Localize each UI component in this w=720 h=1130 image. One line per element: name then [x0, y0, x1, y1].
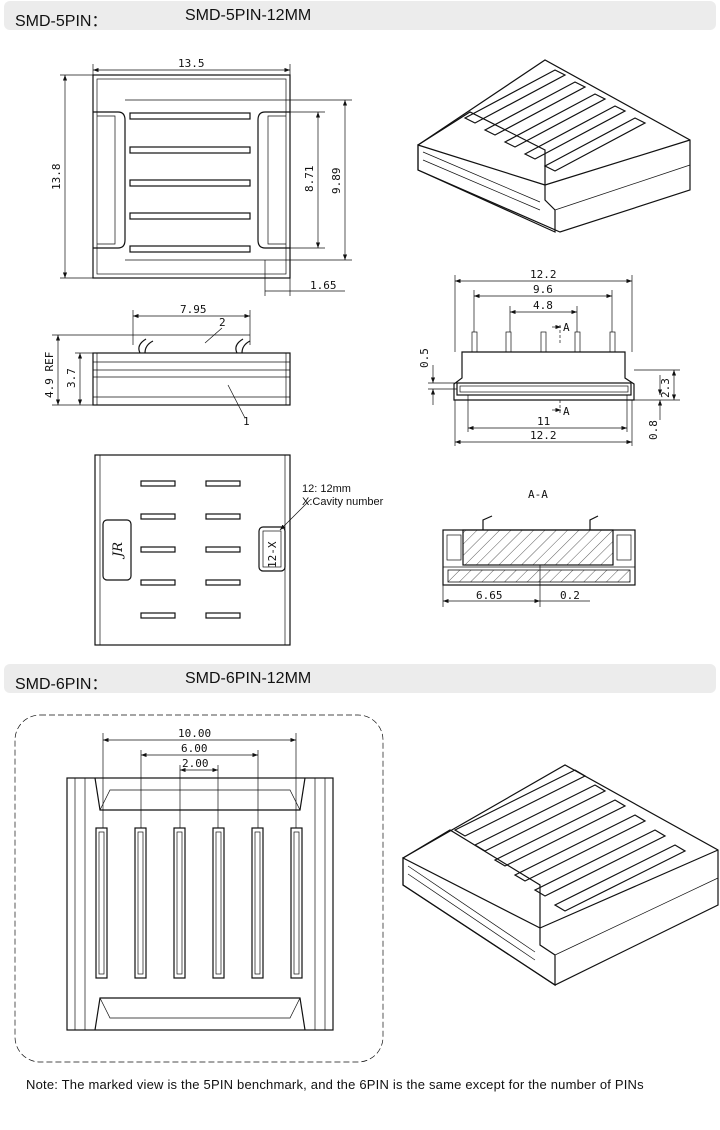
dim-pin-span: 9.6: [533, 283, 553, 296]
dim-left: 6.65: [476, 589, 503, 602]
5pin-front-view: 12.2 9.6 4.8 A A 0.5 2.3 0.8 11 12.2: [418, 268, 680, 446]
dim-edge: 1.65: [310, 279, 337, 292]
logo-mark: [102, 519, 132, 581]
callout-1: 1: [243, 415, 250, 428]
pin-slots: [95, 827, 303, 979]
section-mark-top: A: [563, 321, 570, 334]
dim-bottom-offset: 0.8: [647, 420, 660, 440]
dim-right: 0.2: [560, 589, 580, 602]
pins: [463, 69, 647, 172]
footnote: Note: The marked view is the 5PIN benchm…: [26, 1077, 644, 1092]
dim-left-gap: 0.5: [418, 348, 431, 368]
marking-note-2: X:Cavity number: [302, 496, 384, 508]
cavity-mark: 12-X: [266, 541, 279, 568]
pins: [471, 331, 616, 353]
section-header-6pin: SMD-6PIN： SMD-6PIN-12MM: [4, 664, 716, 693]
pins: [453, 769, 687, 912]
5pin-bottom-view: JR 12-X 12: 12mm X:Cavity number: [94, 454, 384, 646]
section-mark-bottom: A: [563, 405, 570, 418]
dim-inner: 8.71: [303, 166, 316, 193]
section-header-5pin: SMD-5PIN： SMD-5PIN-12MM: [4, 1, 716, 30]
marking-note-1: 12: 12mm: [302, 483, 351, 495]
slots: [140, 480, 241, 619]
dim-right-height: 2.3: [659, 378, 672, 398]
dim-inner: 2.00: [182, 757, 209, 770]
dim-span: 7.95: [180, 303, 207, 316]
5pin-isometric-view: [417, 59, 691, 233]
5pin-top-view: 13.5 13.8 8.71 9.89 1.65: [50, 57, 352, 296]
section-label: SMD-5PIN：: [15, 13, 108, 30]
logo-text: JR: [111, 542, 126, 560]
dim-body-height: 3.7: [65, 368, 78, 388]
dim-bottom-width: 12.2: [530, 429, 557, 442]
section-title: A-A: [528, 488, 548, 501]
dim-bottom-inner: 11: [537, 415, 550, 428]
pin-slots: [129, 112, 251, 253]
section-model: SMD-5PIN-12MM: [185, 7, 312, 24]
dim-outer: 10.00: [178, 727, 211, 740]
6pin-isometric-view: [402, 764, 719, 987]
dim-pin-inner: 4.8: [533, 299, 553, 312]
5pin-side-view: 7.95 4.9 REF 3.7 2 1: [43, 303, 291, 428]
callout-2: 2: [219, 316, 226, 329]
6pin-top-view: 10.00 6.00 2.00: [14, 714, 384, 1063]
dim-outer: 9.89: [330, 168, 343, 195]
dim-top-width: 12.2: [530, 268, 557, 281]
dim-ref-height: 4.9 REF: [43, 352, 56, 398]
section-label: SMD-6PIN：: [15, 676, 108, 693]
dim-width: 13.5: [178, 57, 205, 70]
section-model: SMD-6PIN-12MM: [185, 670, 312, 687]
dim-middle: 6.00: [181, 742, 208, 755]
5pin-section-view: A-A 6.65 0.2: [442, 488, 636, 607]
dim-height: 13.8: [50, 164, 63, 191]
